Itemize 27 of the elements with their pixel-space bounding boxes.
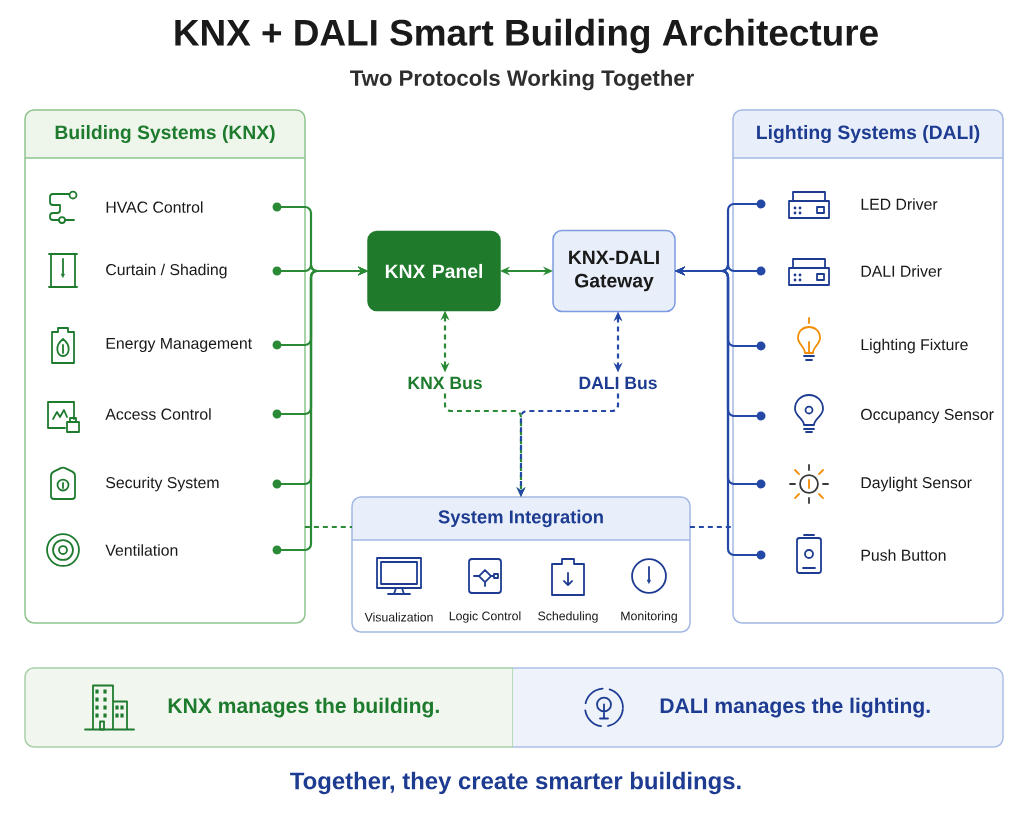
bus-label: DALI Bus — [579, 376, 657, 390]
item-label: Curtain / Shading — [106, 263, 227, 279]
item-label: Scheduling — [538, 611, 598, 623]
device-box: KNX Panel — [367, 230, 501, 312]
dashed-connector-line — [304, 525, 352, 529]
item-label: Logic Control — [449, 611, 521, 623]
item-label: Ventilation — [105, 544, 178, 556]
item-label: Access Control — [105, 408, 211, 420]
item-label: Lighting Fixture — [861, 338, 968, 354]
banner-panel: DALI manages the lighting. — [512, 667, 1004, 748]
item-label: Energy Management — [106, 337, 252, 353]
dashed-connector-line — [689, 525, 733, 529]
device-box: KNX-DALI Gateway — [552, 229, 676, 313]
item-label: HVAC Control — [106, 201, 203, 213]
title: KNX + DALI Smart Building Architecture — [175, 18, 878, 54]
item-label: DALI Driver — [861, 265, 942, 277]
item-label: Security System — [106, 476, 219, 492]
caption: Together, they create smarter buildings. — [290, 771, 741, 795]
bus-label: KNX Bus — [408, 376, 482, 390]
subtitle: Two Protocols Working Together — [350, 69, 694, 91]
item-label: Daylight Sensor — [861, 476, 972, 492]
banner-panel: KNX manages the building. — [24, 667, 514, 748]
item-label: Visualization — [364, 612, 433, 622]
item-label: LED Driver — [861, 198, 938, 210]
item-label: Push Button — [861, 549, 946, 561]
item-label: Occupancy Sensor — [861, 408, 994, 424]
item-label: Monitoring — [621, 611, 677, 623]
